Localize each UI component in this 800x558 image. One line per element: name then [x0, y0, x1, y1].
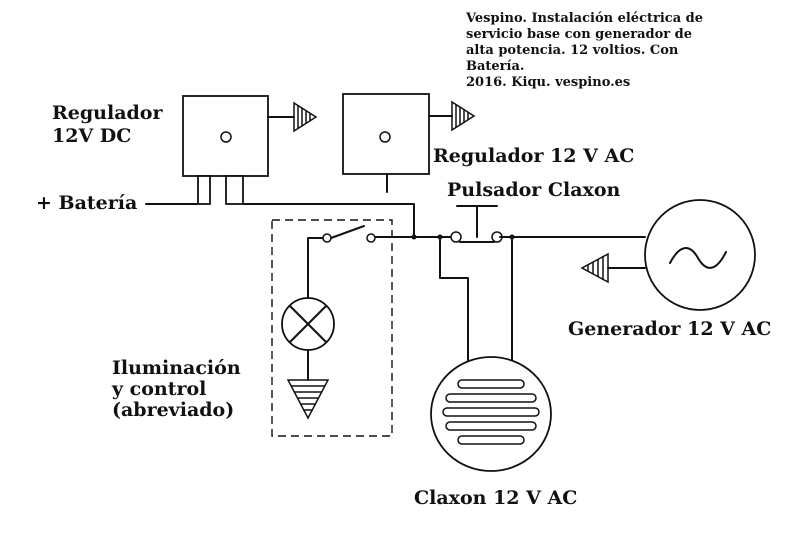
switch-contact-left: [322, 233, 332, 243]
lighting-ground-icon: [286, 379, 330, 420]
lamp-icon: [281, 297, 335, 351]
generator-body: [644, 199, 756, 311]
horn-label: Claxon 12 V AC: [414, 487, 577, 509]
generator: Generador 12 V AC: [568, 199, 771, 340]
battery-connection: + Batería: [36, 192, 415, 238]
lighting-group-box: [271, 219, 393, 437]
lighting-label-3: (abreviado): [112, 399, 234, 421]
diagram-title: Vespino. Instalación eléctrica de servic…: [465, 11, 703, 90]
regulator-dc-label-1: Regulador: [52, 102, 163, 124]
regulator-dc-body: [182, 95, 269, 177]
lighting-control: Iluminación y control (abreviado): [111, 219, 415, 437]
lighting-label-2: y control: [111, 378, 206, 400]
horn: Claxon 12 V AC: [414, 356, 577, 509]
regulator-dc-ground-icon: [293, 101, 318, 133]
main-circuit: [375, 234, 646, 240]
title-line-1: Vespino. Instalación eléctrica de: [465, 11, 703, 26]
horn-button-contact-right: [491, 231, 503, 243]
title-line-4: Batería.: [466, 59, 524, 74]
ac-wave-icon: [669, 247, 727, 269]
battery-label: + Batería: [36, 192, 137, 214]
generator-ground-icon: [580, 252, 609, 284]
regulator-ac-ground-icon: [451, 100, 476, 132]
light-switch: [330, 225, 365, 239]
title-line-5: 2016. Kiqu. vespino.es: [466, 75, 630, 90]
horn-button-label: Pulsador Claxon: [447, 179, 621, 201]
horn-button-contact-left: [450, 231, 462, 243]
regulator-ac: Regulador 12 V AC: [342, 93, 634, 193]
regulator-ac-body: [342, 93, 430, 175]
regulator-ac-terminal: [379, 131, 391, 143]
regulator-dc-pin-left: [197, 175, 211, 205]
horn-grille-icon: [442, 379, 540, 445]
horn-button: Pulsador Claxon: [447, 179, 621, 243]
regulator-ac-label: Regulador 12 V AC: [433, 145, 634, 167]
switch-contact-right: [366, 233, 376, 243]
regulator-dc-label-2: 12V DC: [52, 125, 131, 147]
horn-wiring: [439, 236, 513, 367]
regulator-dc: Regulador 12V DC: [52, 95, 318, 205]
horn-body: [430, 356, 552, 472]
regulator-dc-pin-right: [225, 175, 244, 205]
title-line-3: alta potencia. 12 voltios. Con: [466, 43, 679, 58]
regulator-dc-terminal: [220, 131, 232, 143]
lighting-label-1: Iluminación: [112, 357, 241, 379]
title-line-2: servicio base con generador de: [466, 27, 692, 42]
generator-label: Generador 12 V AC: [568, 318, 771, 340]
